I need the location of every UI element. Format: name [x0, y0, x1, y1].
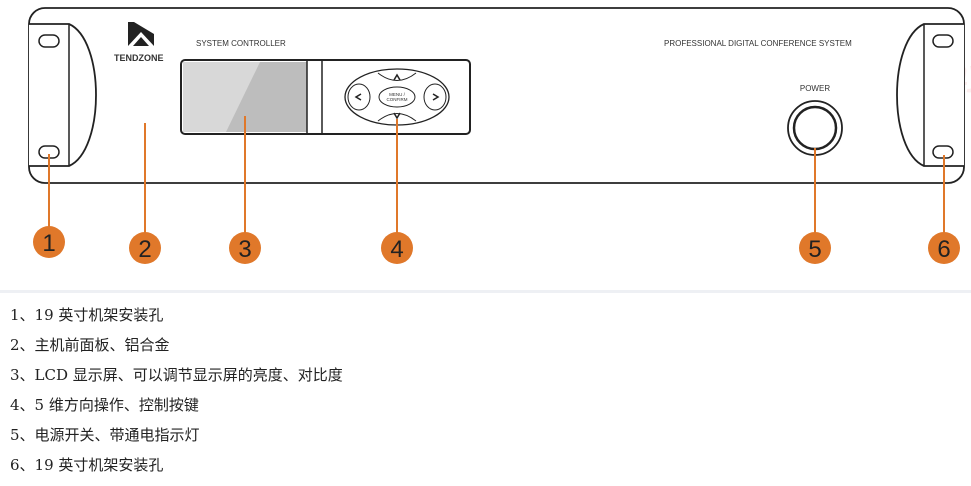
chassis-outline [28, 7, 965, 184]
svg-text:5: 5 [808, 236, 821, 263]
mount-hole [932, 34, 954, 48]
svg-text:2: 2 [138, 236, 151, 263]
callout-lines [48, 116, 945, 233]
legend-item: 5、电源开关、带通电指示灯 [10, 426, 200, 444]
left-rack-ear [29, 23, 97, 167]
divider [0, 290, 971, 293]
product-label: PROFESSIONAL DIGITAL CONFERENCE SYSTEM [664, 39, 852, 48]
legend-item: 1、19 英寸机架安装孔 [10, 306, 164, 324]
callout-2: 2 [129, 232, 161, 264]
legend-item: 3、LCD 显示屏、可以调节显示屏的亮度、对比度 [10, 366, 343, 384]
legend-item: 2、主机前面板、铝合金 [10, 336, 170, 354]
callout-4: 4 [381, 232, 413, 264]
callout-1: 1 [33, 226, 65, 258]
direction-keypad[interactable]: MENU / CONFIRM [344, 68, 450, 126]
svg-text:6: 6 [937, 236, 950, 263]
svg-text:MENU /: MENU / [389, 92, 405, 97]
device-front-panel-diagram: skyway skyway skyway TENDZONE SYSTEM CON… [28, 7, 971, 264]
model-label: SYSTEM CONTROLLER [196, 39, 286, 48]
down-arrow-icon[interactable] [393, 112, 401, 120]
callout-3: 3 [229, 232, 261, 264]
mount-hole [38, 34, 60, 48]
legend-item: 4、5 维方向操作、控制按键 [10, 396, 199, 414]
up-arrow-icon[interactable] [393, 73, 401, 81]
legend-item: 6、19 英寸机架安装孔 [10, 456, 164, 474]
tendzone-logo: TENDZONE [114, 22, 164, 63]
callout-6: 6 [928, 232, 960, 264]
left-arrow-icon[interactable] [354, 93, 362, 101]
svg-text:4: 4 [390, 236, 403, 263]
svg-text:3: 3 [238, 236, 251, 263]
right-rack-ear [896, 23, 964, 167]
svg-text:TENDZONE: TENDZONE [114, 53, 164, 63]
right-arrow-icon[interactable] [432, 93, 440, 101]
power-label: POWER [800, 84, 830, 93]
legend-list: 1、19 英寸机架安装孔 2、主机前面板、铝合金 3、LCD 显示屏、可以调节显… [10, 300, 343, 480]
svg-text:CONFIRM: CONFIRM [387, 97, 408, 102]
callout-5: 5 [799, 232, 831, 264]
power-button[interactable] [787, 100, 843, 156]
svg-text:1: 1 [42, 230, 55, 257]
